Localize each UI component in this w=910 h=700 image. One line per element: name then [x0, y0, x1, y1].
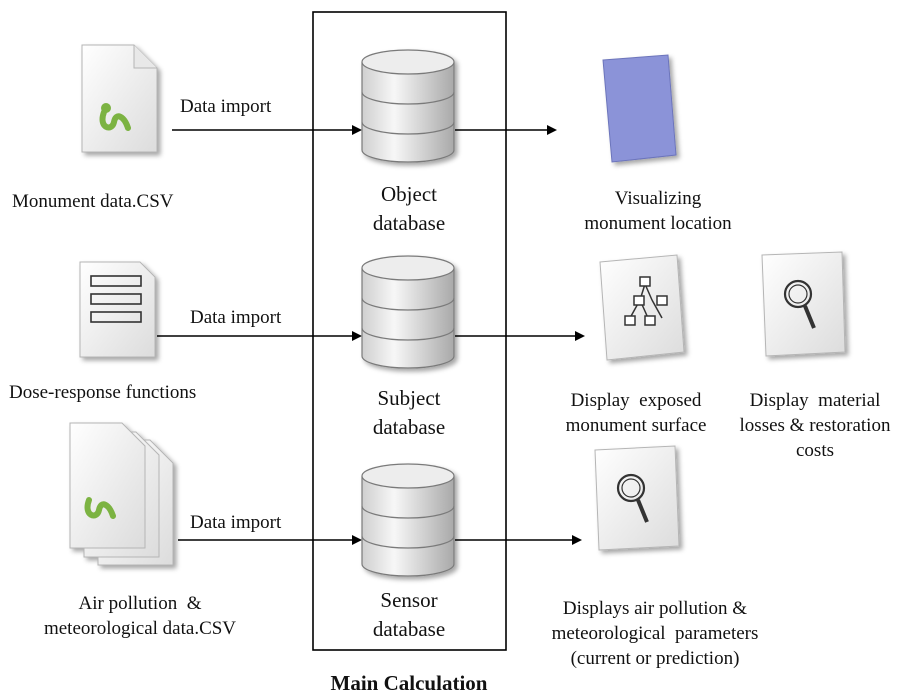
output-label-line: costs [796, 440, 834, 461]
database-label-line: database [372, 617, 446, 641]
database-label-object: Object database [334, 180, 484, 238]
output-label-line: (current or prediction) [570, 648, 740, 669]
hierarchy-document-icon [599, 254, 685, 361]
output-label-line: losses & restoration [739, 415, 891, 436]
output-label-line: Display material [749, 390, 881, 411]
output-label-losses: Display material losses & restoration co… [720, 388, 910, 463]
arrow-label-dose-response: Data import [190, 307, 282, 328]
database-label-line: Object [381, 182, 437, 206]
map-document-icon [602, 54, 677, 163]
input-label-monument: Monument data.CSV [12, 191, 174, 212]
arrow-label-air-pollution: Data import [190, 512, 282, 533]
output-label-parameters: Displays air pollution & meteorological … [520, 596, 790, 671]
database-label-line: Subject [377, 386, 441, 410]
magnifier-icon [783, 279, 816, 329]
database-label-sensor: Sensor database [334, 586, 484, 644]
hierarchy-diagram-icon [624, 276, 668, 326]
database-label-subject: Subject database [334, 384, 484, 442]
output-label-location: Visualizing monument location [548, 186, 768, 236]
main-calculation-frame [312, 11, 507, 651]
database-icon [361, 255, 455, 369]
output-label-line: Visualizing [614, 188, 702, 209]
output-label-line: Display exposed [570, 390, 702, 411]
input-label-line: Air pollution & [78, 593, 202, 614]
output-label-surface: Display exposed monument surface [536, 388, 736, 438]
main-calculation-title: Main Calculation [330, 671, 488, 695]
magnifier-document-icon [761, 251, 846, 357]
database-icon [361, 49, 455, 163]
arrow-label-monument: Data import [180, 96, 272, 117]
database-icon [361, 463, 455, 577]
excel-file-icon [81, 44, 158, 153]
output-label-line: meteorological parameters [551, 623, 759, 644]
input-label-line: meteorological data.CSV [43, 618, 237, 639]
magnifier-icon [616, 473, 649, 523]
input-label-air-pollution: Air pollution & meteorological data.CSV [20, 591, 260, 641]
list-lines-icon [90, 275, 142, 323]
output-label-line: Displays air pollution & [562, 598, 748, 619]
excel-logo-icon [84, 497, 116, 519]
database-label-line: database [372, 211, 446, 235]
input-label-dose-response: Dose-response functions [9, 382, 197, 403]
database-label-line: Sensor [380, 588, 438, 612]
output-label-line: monument surface [565, 415, 707, 436]
output-label-line: monument location [584, 213, 732, 234]
magnifier-document-icon [594, 445, 680, 551]
excel-logo-icon [99, 103, 131, 131]
database-label-line: database [372, 415, 446, 439]
excel-files-stack-icon [69, 422, 174, 566]
